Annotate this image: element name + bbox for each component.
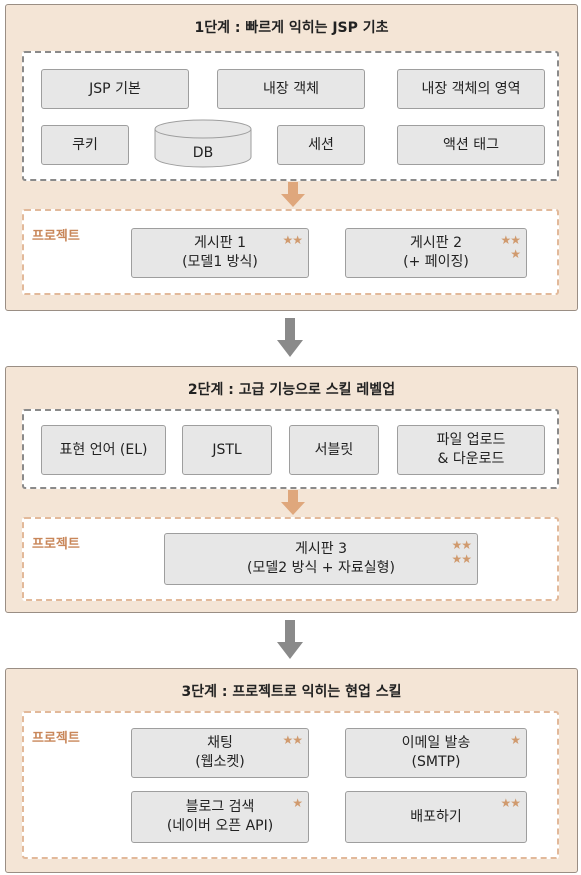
topic-session: 세션 xyxy=(277,125,365,165)
stage-3-panel: 3단계 : 프로젝트로 익히는 현업 스킬 프로젝트 채팅 (웹소켓) ★★ 이… xyxy=(5,668,578,873)
project-blog-search: 블로그 검색 (네이버 오픈 API) ★ xyxy=(131,791,309,843)
project-label: 프로젝트 xyxy=(32,731,80,746)
topic-implicit-objects: 내장 객체 xyxy=(217,69,365,109)
stage-1-project-box: 프로젝트 게시판 1 (모델1 방식) ★★ 게시판 2 (+ 페이징) ★★ … xyxy=(22,209,559,295)
project-email: 이메일 발송 (SMTP) ★ xyxy=(345,728,527,778)
topic-expression-language: 표현 언어 (EL) xyxy=(41,425,166,475)
difficulty-stars: ★★ xyxy=(282,733,302,747)
project-label: 프로젝트 xyxy=(32,229,80,244)
difficulty-stars: ★★ xyxy=(282,233,302,247)
stage-2-project-box: 프로젝트 게시판 3 (모델2 방식 + 자료실형) ★★ ★★ xyxy=(22,517,559,601)
stage-3-project-box: 프로젝트 채팅 (웹소켓) ★★ 이메일 발송 (SMTP) ★ 블로그 검색 … xyxy=(22,711,559,859)
topic-jsp-basic: JSP 기본 xyxy=(41,69,189,109)
project-board-2: 게시판 2 (+ 페이징) ★★ ★ xyxy=(345,228,527,278)
project-deploy: 배포하기 ★★ xyxy=(345,791,527,843)
topic-servlet: 서블릿 xyxy=(289,425,379,475)
difficulty-stars: ★★ ★★ xyxy=(451,538,471,567)
stage-arrow-down-icon xyxy=(277,318,303,357)
difficulty-stars: ★ xyxy=(292,796,303,810)
project-board-3: 게시판 3 (모델2 방식 + 자료실형) ★★ ★★ xyxy=(164,533,478,585)
stage-1-title: 1단계 : 빠르게 익히는 JSP 기초 xyxy=(194,20,389,36)
topic-implicit-object-scope: 내장 객체의 영역 xyxy=(397,69,545,109)
project-label: 프로젝트 xyxy=(32,537,80,552)
project-board-1: 게시판 1 (모델1 방식) ★★ xyxy=(131,228,309,278)
arrow-down-icon xyxy=(281,182,305,207)
difficulty-stars: ★ xyxy=(510,733,521,747)
database-icon xyxy=(154,119,252,168)
difficulty-stars: ★★ ★ xyxy=(500,233,520,262)
db-label: DB xyxy=(192,145,214,161)
stage-2-panel: 2단계 : 고급 기능으로 스킬 레벨업 표현 언어 (EL) JSTL 서블릿… xyxy=(5,366,578,613)
topic-file-upload-download: 파일 업로드 & 다운로드 xyxy=(397,425,545,475)
stage-1-topics-box: JSP 기본 내장 객체 내장 객체의 영역 쿠키 DB 세션 액션 태그 xyxy=(22,51,559,181)
project-chat: 채팅 (웹소켓) ★★ xyxy=(131,728,309,778)
difficulty-stars: ★★ xyxy=(500,796,520,810)
stage-3-title: 3단계 : 프로젝트로 익히는 현업 스킬 xyxy=(181,684,402,700)
stage-2-title: 2단계 : 고급 기능으로 스킬 레벨업 xyxy=(187,382,396,398)
topic-db-cylinder: DB xyxy=(154,119,252,169)
topic-cookie: 쿠키 xyxy=(41,125,129,165)
arrow-down-icon xyxy=(281,490,305,515)
stage-arrow-down-icon xyxy=(277,620,303,659)
stage-2-topics-box: 표현 언어 (EL) JSTL 서블릿 파일 업로드 & 다운로드 xyxy=(22,409,559,489)
stage-1-panel: 1단계 : 빠르게 익히는 JSP 기초 JSP 기본 내장 객체 내장 객체의… xyxy=(5,4,578,311)
topic-action-tag: 액션 태그 xyxy=(397,125,545,165)
topic-jstl: JSTL xyxy=(182,425,272,475)
